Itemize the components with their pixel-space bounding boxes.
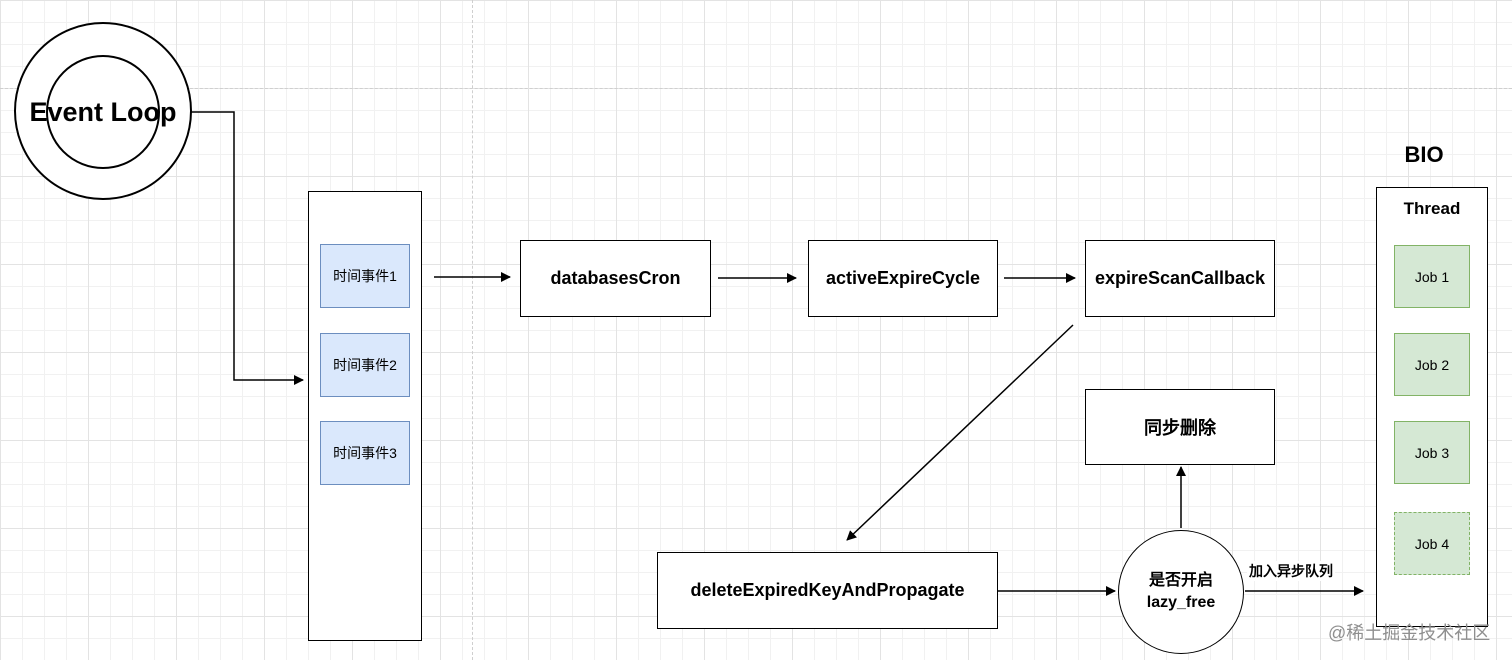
active-expire-cycle-box: activeExpireCycle <box>808 240 998 317</box>
watermark: @稀土掘金技术社区 <box>1328 623 1491 643</box>
lazy-free-decision: 是否开启 lazy_free <box>1118 530 1244 654</box>
timer-event-3: 时间事件3 <box>320 421 410 485</box>
decision-line-1: 是否开启 <box>1148 572 1213 589</box>
job-3: Job 3 <box>1394 421 1470 484</box>
async-queue-label: 加入异步队列 <box>1247 561 1335 581</box>
timer-event-1: 时间事件1 <box>320 244 410 308</box>
databases-cron-box: databasesCron <box>520 240 711 317</box>
job-1: Job 1 <box>1394 245 1470 308</box>
arrow-expirescancallback-to-delete <box>846 324 1074 541</box>
horizontal-guide-line <box>0 88 1512 89</box>
timer-event-2: 时间事件2 <box>320 333 410 397</box>
expire-scan-callback-box: expireScanCallback <box>1085 240 1275 317</box>
decision-line-2: lazy_free <box>1146 594 1216 611</box>
event-loop-label: Event Loop <box>29 97 177 127</box>
sync-delete-box: 同步删除 <box>1085 389 1275 465</box>
arrow-eventloop-to-timer-container <box>190 111 304 385</box>
job-2: Job 2 <box>1394 333 1470 396</box>
event-loop-inner-ring <box>46 55 160 169</box>
delete-expired-key-box: deleteExpiredKeyAndPropagate <box>657 552 998 629</box>
thread-label: Thread <box>1403 199 1461 218</box>
job-4: Job 4 <box>1394 512 1470 575</box>
bio-title: BIO <box>1404 142 1444 167</box>
vertical-guide-line <box>472 0 473 660</box>
